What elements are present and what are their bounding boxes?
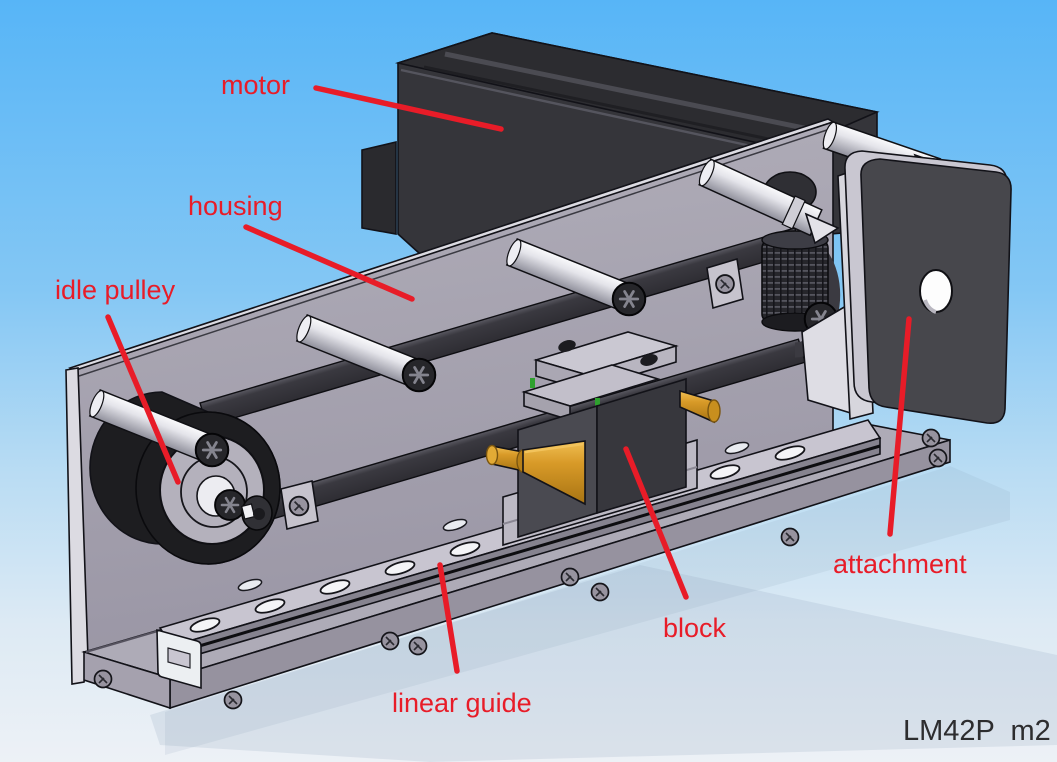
leader-attachment — [887, 316, 912, 537]
leader-linear-guide — [437, 562, 460, 674]
motor-ridge — [444, 51, 863, 143]
drive-pulley-top-flange — [761, 230, 829, 250]
attachment-hole — [919, 269, 953, 313]
flange-screw — [590, 582, 610, 602]
motor-part — [361, 32, 880, 263]
flange-screw — [380, 631, 400, 651]
annotation-leaders — [105, 85, 912, 674]
attachment-part — [844, 150, 1012, 425]
motor-ridge — [423, 65, 827, 153]
clamp-screw — [558, 340, 576, 352]
motor-connector — [361, 140, 397, 235]
block-shaft-left — [485, 440, 586, 506]
flange-screw — [93, 669, 113, 689]
label-attachment: attachment — [833, 549, 967, 579]
flange-screw — [921, 428, 941, 448]
green-mark — [595, 398, 600, 408]
belt-clamp — [706, 257, 744, 310]
block-right-face — [596, 377, 687, 515]
attachment-hole-shade — [923, 299, 937, 314]
flange-screw — [408, 636, 428, 656]
green-mark — [530, 378, 535, 388]
belt-clamp — [280, 480, 319, 530]
clamp-screw — [640, 354, 658, 366]
standoff-screw — [401, 357, 437, 393]
label-idle-pulley: idle pulley — [55, 275, 176, 305]
block-shaft-right — [679, 389, 721, 424]
motor-ridge — [400, 68, 789, 156]
label-housing: housing — [188, 191, 283, 221]
label-motor: motor — [221, 70, 290, 100]
standoff-screw — [611, 281, 647, 317]
idle-pulley-screw — [213, 488, 247, 522]
flange-screw — [928, 448, 948, 468]
model-watermark: LM42P m2 — [903, 715, 1051, 747]
standoffs — [88, 238, 647, 468]
leader-idle-pulley — [105, 314, 181, 485]
flange-screw — [560, 567, 580, 587]
standoff-rod — [698, 158, 823, 237]
block-part — [485, 331, 721, 539]
flange-screw — [223, 690, 243, 710]
belt-clamp-plates — [521, 331, 679, 422]
rail-groove — [171, 444, 881, 656]
leader-block — [623, 446, 689, 600]
label-linear-guide: linear guide — [392, 688, 532, 718]
idle-pulley-part — [89, 391, 281, 565]
flange-screw — [780, 527, 800, 547]
leader-motor — [313, 85, 504, 132]
leader-housing — [243, 224, 415, 302]
rail-end-cap — [156, 628, 202, 690]
bracket-corner — [804, 212, 840, 245]
standoff-screw — [194, 432, 230, 468]
annotation-labels: motor housing idle pulley attachment blo… — [55, 70, 1051, 747]
flange-left-end — [83, 650, 171, 710]
shaft-collar — [240, 495, 273, 531]
label-block: block — [663, 613, 727, 643]
